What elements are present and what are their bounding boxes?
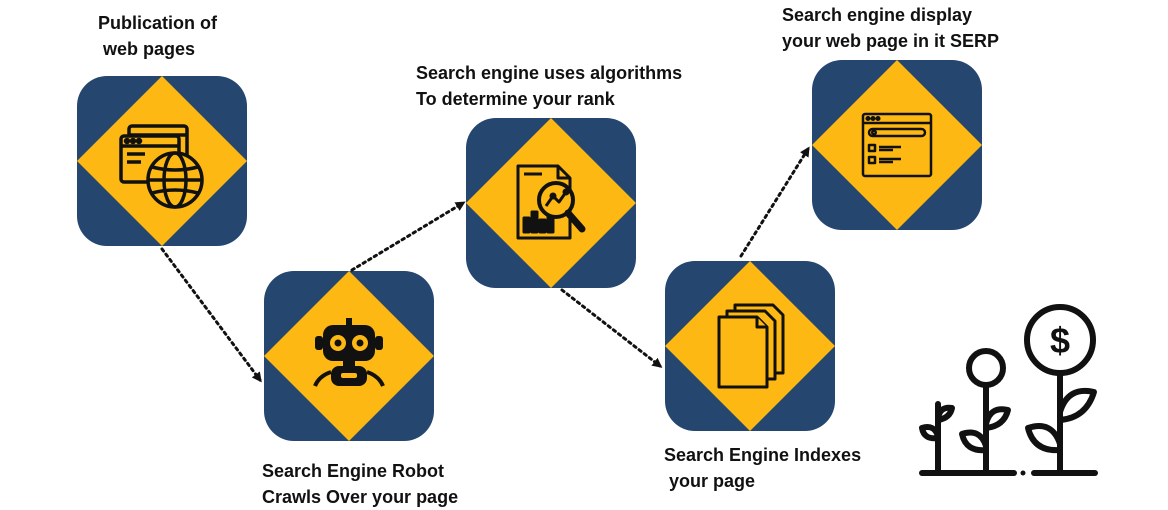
svg-text:$: $	[1050, 320, 1070, 361]
robot-icon	[313, 318, 385, 387]
growing-money-plant-icon: $	[919, 304, 1098, 476]
step-5-label: Search engine display your web page in i…	[782, 2, 999, 54]
step-1-label-line1: Publication of	[98, 13, 217, 33]
report-magnifier-icon	[516, 164, 586, 240]
arrow-step3-to-step4	[560, 288, 663, 368]
step-2-label-line2: Crawls Over your page	[262, 487, 459, 507]
step-3-label: Search engine uses algorithms To determi…	[416, 60, 682, 112]
step-3-tile	[466, 118, 636, 288]
step-4-label-line1: Search Engine Indexes	[664, 445, 862, 465]
step-1-label-line2: web pages	[98, 39, 196, 59]
arrow-step2-to-step3	[350, 201, 466, 272]
serp-window-icon	[861, 112, 933, 178]
step-3-label-line2: To determine your rank	[416, 89, 615, 109]
step-4-tile	[665, 261, 835, 431]
documents-stack-icon	[717, 303, 785, 389]
step-4-label-line2: your page	[664, 471, 756, 491]
arrow-step4-to-step5	[739, 146, 810, 258]
step-4-label: Search Engine Indexes your page	[664, 442, 861, 494]
step-5-label-line2: your web page in it SERP	[782, 31, 1000, 51]
step-1-tile	[77, 76, 247, 246]
arrow-step1-to-step2	[160, 247, 262, 383]
step-2-tile	[264, 271, 434, 441]
step-2-label-line1: Search Engine Robot	[262, 461, 445, 481]
step-3-label-line1: Search engine uses algorithms	[416, 63, 683, 83]
browser-globe-icon	[119, 124, 204, 209]
step-2-label: Search Engine Robot Crawls Over your pag…	[262, 458, 458, 510]
step-1-label: Publication of web pages	[98, 10, 217, 62]
step-5-label-line1: Search engine display	[782, 5, 973, 25]
step-5-tile	[812, 60, 982, 230]
